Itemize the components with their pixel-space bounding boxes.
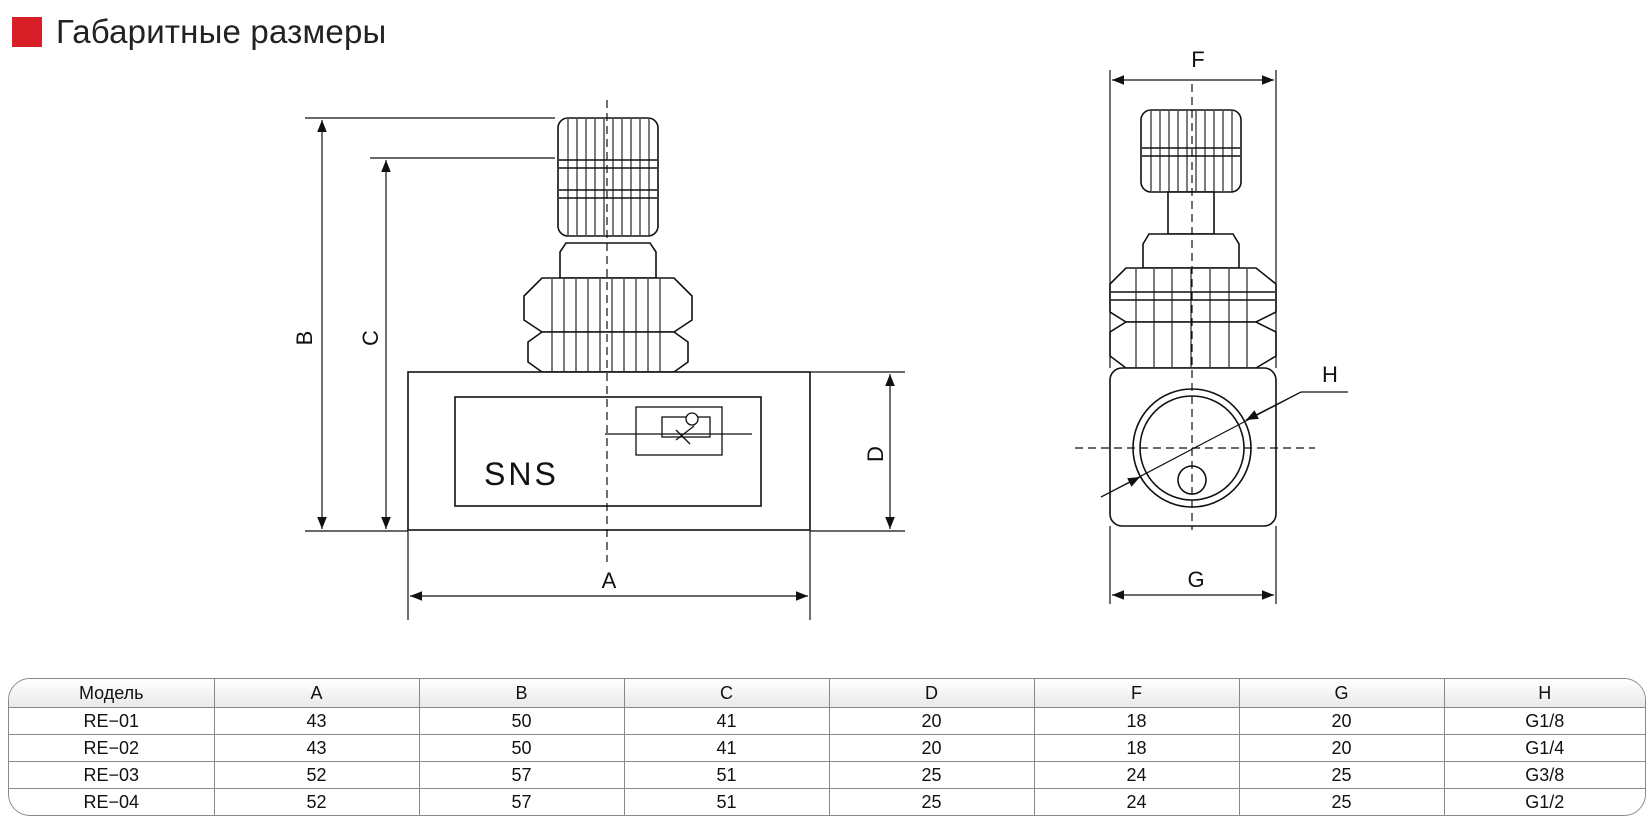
table-cell: 57 — [418, 761, 624, 789]
front-body — [407, 371, 811, 531]
dim-b — [305, 117, 555, 532]
table-cell: 43 — [213, 734, 419, 762]
table-cell: 20 — [1238, 734, 1444, 762]
table-cell: 51 — [623, 788, 829, 815]
table-cell: 20 — [828, 734, 1034, 762]
side-knob — [1140, 109, 1242, 193]
table-row: RE−02 43 50 41 20 18 20 G1/4 — [9, 734, 1645, 762]
front-nut — [523, 277, 693, 373]
table-cell: G1/4 — [1443, 734, 1645, 762]
body-mark-text: SNS — [484, 456, 559, 492]
table-cell: 18 — [1033, 707, 1239, 735]
dim-label-h: H — [1322, 362, 1338, 387]
dim-label-c: C — [358, 330, 383, 346]
table-cell: 52 — [213, 761, 419, 789]
column-header: A — [213, 679, 419, 708]
side-view — [1075, 70, 1348, 604]
side-neck — [1142, 233, 1240, 269]
table-header-row: Модель A B C D F G H — [9, 679, 1645, 708]
table-cell: G1/8 — [1443, 707, 1645, 735]
dim-label-f: F — [1191, 47, 1204, 72]
column-header: C — [623, 679, 829, 708]
table-cell: 20 — [1238, 707, 1444, 735]
front-knob — [557, 117, 659, 237]
table-cell: 25 — [828, 788, 1034, 815]
table-cell: 24 — [1033, 761, 1239, 789]
front-view — [305, 100, 905, 620]
table-cell: 52 — [213, 788, 419, 815]
page-title: Габаритные размеры — [56, 13, 387, 50]
table-row: RE−03 52 57 51 25 24 25 G3/8 — [9, 761, 1645, 789]
dim-a — [407, 531, 811, 620]
column-header: Модель — [9, 679, 214, 708]
table-cell: 20 — [828, 707, 1034, 735]
table-cell: 41 — [623, 707, 829, 735]
column-header: G — [1238, 679, 1444, 708]
table-row: RE−01 43 50 41 20 18 20 G1/8 — [9, 707, 1645, 735]
spec-table: Модель A B C D F G H RE−01 43 50 41 20 1… — [8, 678, 1646, 816]
dim-label-g: G — [1187, 567, 1204, 592]
table-cell: 51 — [623, 761, 829, 789]
table-cell: 41 — [623, 734, 829, 762]
side-stem — [1167, 191, 1215, 235]
table-row: RE−04 52 57 51 25 24 25 G1/2 — [9, 788, 1645, 815]
red-square-icon — [12, 17, 42, 47]
table-cell: RE−03 — [9, 761, 214, 789]
dim-label-d: D — [863, 446, 888, 462]
table-cell: 25 — [1238, 761, 1444, 789]
page-header: Габаритные размеры — [12, 12, 386, 52]
table-cell: 25 — [828, 761, 1034, 789]
side-nut — [1109, 267, 1277, 369]
table-cell: G1/2 — [1443, 788, 1645, 815]
column-header: H — [1443, 679, 1645, 708]
dim-c — [370, 157, 555, 529]
table-cell: RE−01 — [9, 707, 214, 735]
table-cell: RE−02 — [9, 734, 214, 762]
flow-symbol — [605, 406, 752, 456]
table-cell: 25 — [1238, 788, 1444, 815]
table-cell: 50 — [418, 734, 624, 762]
dim-label-a: A — [602, 568, 617, 593]
column-header: D — [828, 679, 1034, 708]
dim-g — [1109, 526, 1277, 604]
column-header: B — [418, 679, 624, 708]
dim-h — [1100, 391, 1348, 498]
front-label-plate — [454, 396, 762, 507]
technical-drawing: SNS B C D A F G H — [292, 47, 1348, 620]
table-cell: 57 — [418, 788, 624, 815]
table-cell: 24 — [1033, 788, 1239, 815]
table-cell: 50 — [418, 707, 624, 735]
table-cell: 18 — [1033, 734, 1239, 762]
front-neck — [559, 242, 657, 279]
dim-label-b: B — [292, 331, 317, 346]
table-cell: RE−04 — [9, 788, 214, 815]
table-cell: G3/8 — [1443, 761, 1645, 789]
table-cell: 43 — [213, 707, 419, 735]
column-header: F — [1033, 679, 1239, 708]
dim-d — [810, 371, 905, 532]
dim-f — [1109, 70, 1277, 368]
